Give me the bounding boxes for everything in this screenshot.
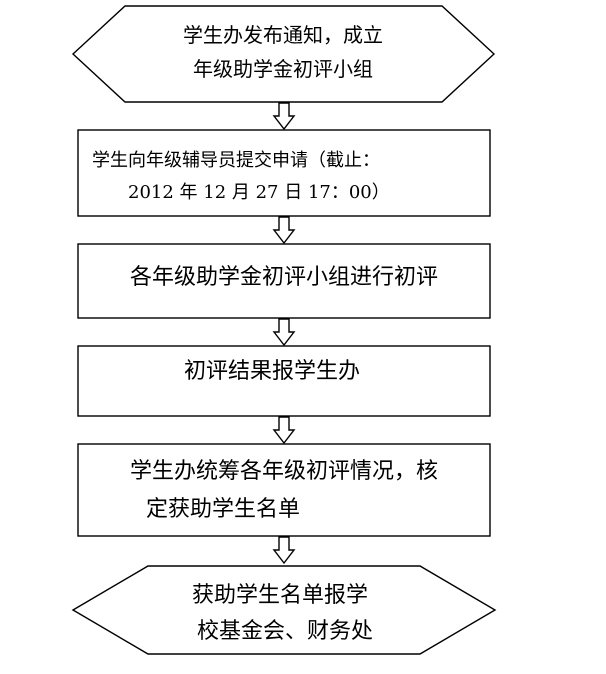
step-review-shape bbox=[77, 243, 491, 319]
step-confirm-line-1: 学生办统筹各年级初评情况，核 bbox=[130, 459, 438, 484]
step-start: 学生办发布通知，成立 年级助学金初评小组 bbox=[71, 5, 496, 103]
step-end-shape bbox=[71, 565, 497, 655]
arrow-down-icon bbox=[272, 318, 296, 347]
step-apply: 学生向年级辅导员提交申请（截止： 2012 年 12 月 27 日 17：00） bbox=[77, 129, 491, 217]
step-end-line-2: 校基金会、财务处 bbox=[197, 619, 373, 644]
step-start-line-2: 年级助学金初评小组 bbox=[193, 57, 373, 81]
step-end: 获助学生名单报学 校基金会、财务处 bbox=[71, 565, 497, 655]
step-start-line-1: 学生办发布通知，成立 bbox=[183, 23, 383, 47]
step-report-line-1: 初评结果报学生办 bbox=[184, 359, 360, 384]
step-confirm-shape bbox=[77, 443, 491, 537]
arrow-down-icon bbox=[272, 216, 296, 245]
step-confirm-line-2: 定获助学生名单 bbox=[146, 497, 300, 522]
step-review-line-1: 各年级助学金初评小组进行初评 bbox=[130, 265, 438, 290]
step-report: 初评结果报学生办 bbox=[77, 345, 491, 417]
arrow-down-icon bbox=[272, 536, 296, 565]
step-apply-line-2: 2012 年 12 月 27 日 17：00） bbox=[128, 182, 390, 203]
step-start-shape bbox=[71, 5, 496, 103]
step-apply-line-1: 学生向年级辅导员提交申请（截止： bbox=[92, 150, 380, 171]
step-confirm: 学生办统筹各年级初评情况，核 定获助学生名单 bbox=[77, 443, 491, 537]
step-review: 各年级助学金初评小组进行初评 bbox=[77, 243, 491, 319]
arrow-down-icon bbox=[272, 102, 296, 131]
step-end-line-1: 获助学生名单报学 bbox=[192, 583, 368, 608]
step-apply-shape bbox=[77, 129, 491, 217]
arrow-down-icon bbox=[272, 416, 296, 445]
step-report-shape bbox=[77, 345, 491, 417]
